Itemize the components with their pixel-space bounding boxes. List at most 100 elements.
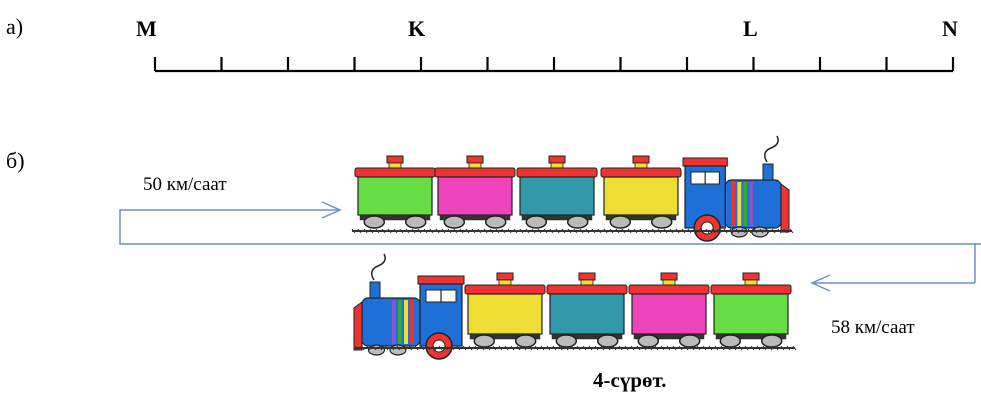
rail-tie (588, 345, 593, 351)
rail-tie (360, 345, 365, 351)
rail-tie (747, 228, 752, 234)
rail-tie (768, 345, 773, 351)
rail-tie (618, 345, 623, 351)
car-roof (710, 284, 792, 295)
rail-tie (765, 228, 770, 234)
train-car (546, 272, 628, 348)
boiler-stripe (749, 182, 754, 226)
train-car (516, 155, 598, 229)
point-label-l: L (743, 16, 758, 41)
point-label-m: M (136, 16, 157, 41)
rail-tie (366, 345, 371, 351)
wheel (404, 215, 427, 229)
rail-tie (657, 228, 662, 234)
rail-tie (420, 345, 425, 351)
rail-tie (783, 228, 788, 234)
rail-tie (381, 228, 386, 234)
rail-tie (600, 345, 605, 351)
rail-tie (702, 345, 707, 351)
rail-tie (645, 228, 650, 234)
rail-tie (660, 345, 665, 351)
rail-tie (465, 228, 470, 234)
rail-tie (654, 345, 659, 351)
rail-tie (408, 345, 413, 351)
rail-tie (690, 345, 695, 351)
car-chimney-band (498, 279, 512, 286)
boiler-stripe (743, 182, 748, 226)
rail-tie (633, 228, 638, 234)
rail-tie (549, 228, 554, 234)
smoke-puff (371, 253, 386, 281)
rail-tie (762, 345, 767, 351)
boiler-stripe (731, 182, 736, 226)
train-car (600, 155, 682, 229)
part-b-label: б) (6, 148, 25, 173)
train-car (354, 155, 436, 229)
rail-tie (567, 228, 572, 234)
car-roof (628, 284, 710, 295)
rail-tie (651, 228, 656, 234)
car-roof (434, 167, 516, 178)
lower-arrowhead (810, 274, 831, 292)
car-underframe (551, 333, 623, 340)
rail-tie (669, 228, 674, 234)
rail-tie (696, 345, 701, 351)
car-body (549, 293, 625, 335)
cowcatcher (353, 301, 363, 351)
rail-tie (405, 228, 410, 234)
car-underframe (521, 214, 593, 221)
rail-tie (534, 345, 539, 351)
wheel (484, 215, 507, 229)
car-body (603, 176, 679, 216)
upper-arrowhead (321, 201, 342, 219)
rail-tie (429, 228, 434, 234)
rail-tie (726, 345, 731, 351)
car-chimney-band (634, 162, 648, 169)
rail-tie (474, 345, 479, 351)
rail-tie (675, 228, 680, 234)
rail-tie (612, 345, 617, 351)
rail-tie (558, 345, 563, 351)
upper-train (351, 135, 794, 242)
rail-tie (774, 345, 779, 351)
rail-tie (639, 228, 644, 234)
rail-tie (480, 345, 485, 351)
rail-tie (402, 345, 407, 351)
lower-train-speed: 58 км/саат (831, 317, 915, 338)
rail-tie (519, 228, 524, 234)
rail-tie (624, 345, 629, 351)
rail-tie (435, 228, 440, 234)
car-chimney-band (662, 279, 676, 286)
car-body (437, 176, 513, 216)
rail-tie (375, 228, 380, 234)
rail-tie (471, 228, 476, 234)
car-chimney-band (550, 162, 564, 169)
wheel (678, 334, 701, 348)
rail-tie (723, 228, 728, 234)
rail-tie (717, 228, 722, 234)
rail-tie (606, 345, 611, 351)
rail-tie (621, 228, 626, 234)
car-underframe (605, 214, 677, 221)
wheel (473, 334, 496, 348)
car-roof (516, 167, 598, 178)
rail-tie (738, 345, 743, 351)
car-chimney (660, 272, 678, 281)
rail-tie (357, 228, 362, 234)
wheel (555, 334, 578, 348)
car-body (713, 293, 789, 335)
wheel (443, 215, 466, 229)
car-chimney (496, 272, 514, 281)
boiler-stripe (404, 300, 408, 344)
rail-tie (735, 228, 740, 234)
car-roof (464, 284, 546, 295)
point-label-n: N (942, 16, 958, 41)
smoke-puff (764, 135, 779, 163)
rail-tie (714, 345, 719, 351)
wheel (609, 215, 632, 229)
car-chimney (466, 155, 484, 164)
rail-tie (444, 345, 449, 351)
segment-mn (153, 57, 955, 73)
rail-tie (510, 345, 515, 351)
rail-tie (648, 345, 653, 351)
